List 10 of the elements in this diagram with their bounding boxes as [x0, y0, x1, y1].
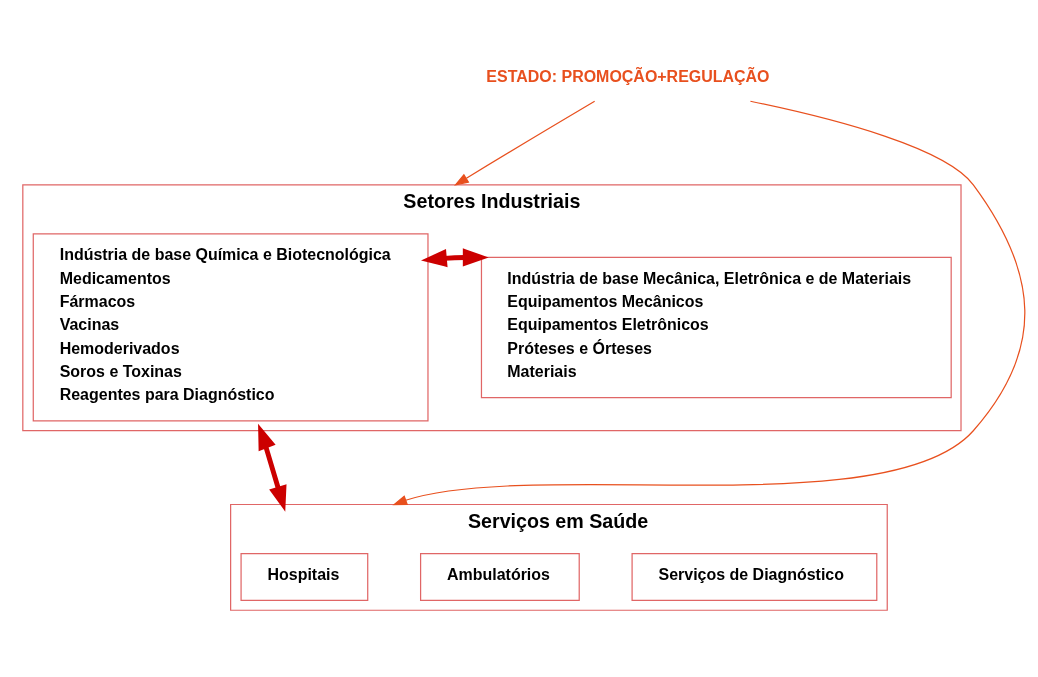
arrow: [421, 248, 489, 268]
node-box: Hospitais: [240, 553, 369, 602]
node-box: Ambulatórios: [420, 553, 580, 602]
arrow: [392, 100, 1026, 506]
arrow: [258, 423, 287, 512]
node-text: ESTADO: PROMOÇÃO+REGULAÇÃO: [486, 68, 770, 85]
node-box: Serviços de Diagnóstico: [631, 553, 878, 602]
node-box: Indústria de base Química e Biotecnológica Medicamentos Fármacos Vacinas Hemoderivados Soros e Toxinas Reagentes para Diagnóstico: [32, 233, 429, 422]
arrow: [454, 100, 596, 186]
node-box: Indústria de base Mecânica, Eletrônica e de Materiais Equipamentos Mecânicos Equipamentos Eletrônicos Próteses e Órteses Materiais: [480, 256, 952, 399]
